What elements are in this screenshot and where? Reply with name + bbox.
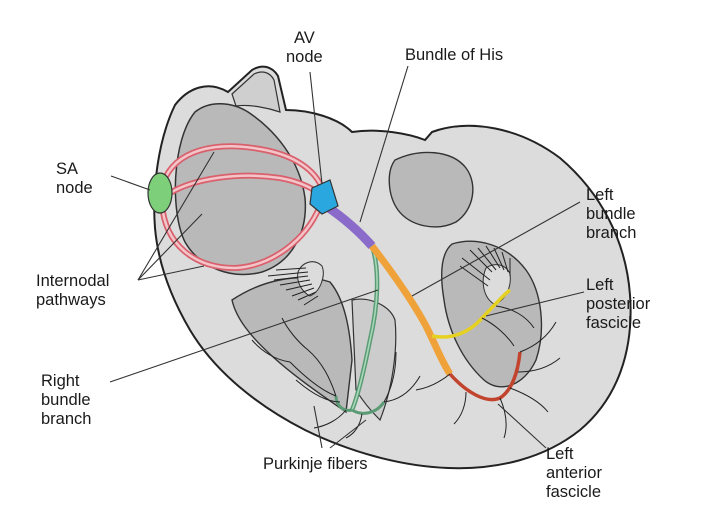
left-bundle-label-line-1: Left <box>586 186 614 204</box>
right-bundle-label-line-3: branch <box>41 410 92 428</box>
left-anterior-label-line-3: fascicle <box>546 483 602 501</box>
chordae-left <box>459 245 511 287</box>
right-ventricle-wall <box>351 298 397 422</box>
purkinje-label-line-1: Purkinje fibers <box>263 455 368 473</box>
right-ventricle-chamber <box>231 277 353 414</box>
av-node <box>309 179 339 215</box>
right-bundle-branch <box>334 245 386 415</box>
left-bundle-label-line-2: bundle <box>586 205 636 223</box>
internodal-label-line-2: pathways <box>36 291 106 309</box>
av-node-label: AV node <box>286 29 323 67</box>
left-posterior-label-line-1: Left <box>586 276 614 294</box>
left-anterior-label-line-2: anterior <box>546 464 602 482</box>
sa-node-label-line-2: node <box>56 179 93 197</box>
bundle-of-his-label-line-1: Bundle of His <box>405 46 504 64</box>
sa-node <box>147 172 173 214</box>
left-anterior-fascicle-label: Left anterior fascicle <box>546 445 602 502</box>
internodal-label-line-1: Internodal <box>36 272 110 290</box>
av-node-label-line-1: AV <box>293 29 315 47</box>
superior-vena-cava <box>231 71 281 113</box>
left-posterior-label-line-2: posterior <box>586 295 651 313</box>
internodal-pathways-label: Internodal pathways <box>36 272 109 310</box>
purkinje-fibers <box>251 305 561 439</box>
left-atrium-chamber <box>388 151 474 228</box>
leader-lines <box>109 65 585 449</box>
left-posterior-fascicle-label: Left posterior fascicle <box>586 276 650 333</box>
left-posterior-label-line-3: fascicle <box>586 314 642 332</box>
sa-node-label-line-1: SA <box>56 160 79 178</box>
purkinje-fibers-label: Purkinje fibers <box>263 455 368 474</box>
left-anterior-label-line-1: Left <box>546 445 574 463</box>
bundle-of-his-label: Bundle of His <box>405 46 503 65</box>
sa-node-label: SA node <box>56 160 93 198</box>
right-bundle-label-line-1: Right <box>41 372 80 390</box>
av-node-label-line-2: node <box>286 48 323 66</box>
left-bundle-branch-label: Left bundle branch <box>586 186 636 243</box>
left-bundle-label-line-3: branch <box>586 224 637 242</box>
right-bundle-branch-label: Right bundle branch <box>41 372 91 429</box>
left-ventricle-chamber <box>440 240 543 388</box>
right-bundle-label-line-2: bundle <box>41 391 91 409</box>
chordae-right <box>267 267 319 306</box>
